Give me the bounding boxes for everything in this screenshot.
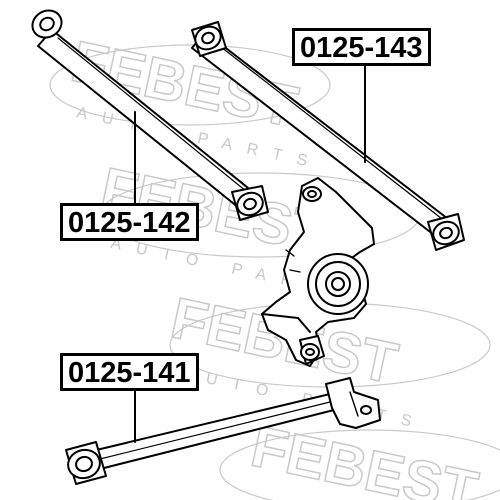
part-number-label-0125-141: 0125-141 bbox=[60, 353, 199, 391]
control-arm-142 bbox=[31, 9, 269, 221]
arm-141-bushing-left bbox=[65, 441, 107, 485]
arm-142-bushing-top bbox=[31, 9, 63, 39]
knuckle-bushing-hole bbox=[305, 348, 315, 356]
steering-knuckle bbox=[261, 177, 375, 367]
control-arm-141 bbox=[65, 377, 381, 485]
knuckle-lower-arm bbox=[261, 313, 311, 333]
part-number-label-0125-143: 0125-143 bbox=[292, 28, 431, 66]
knuckle-upper-eye-hole bbox=[307, 190, 317, 198]
arm-143-bushing-top bbox=[191, 21, 227, 57]
arm-143-bushing-bottom bbox=[427, 213, 465, 251]
arm-141-ridge bbox=[95, 401, 331, 461]
knuckle-details bbox=[285, 249, 301, 273]
part-number-label-0125-142: 0125-142 bbox=[60, 203, 199, 241]
arm-142-ridge bbox=[57, 37, 253, 197]
wheel-hub bbox=[307, 253, 369, 315]
control-arm-143 bbox=[191, 21, 465, 251]
watermark-ellipse bbox=[219, 429, 500, 500]
arm-143-ridge bbox=[211, 39, 447, 223]
arm-142-bushing-bottom bbox=[231, 185, 269, 221]
watermark-ellipse bbox=[49, 44, 331, 126]
arm-141-bracket-right bbox=[325, 377, 381, 429]
